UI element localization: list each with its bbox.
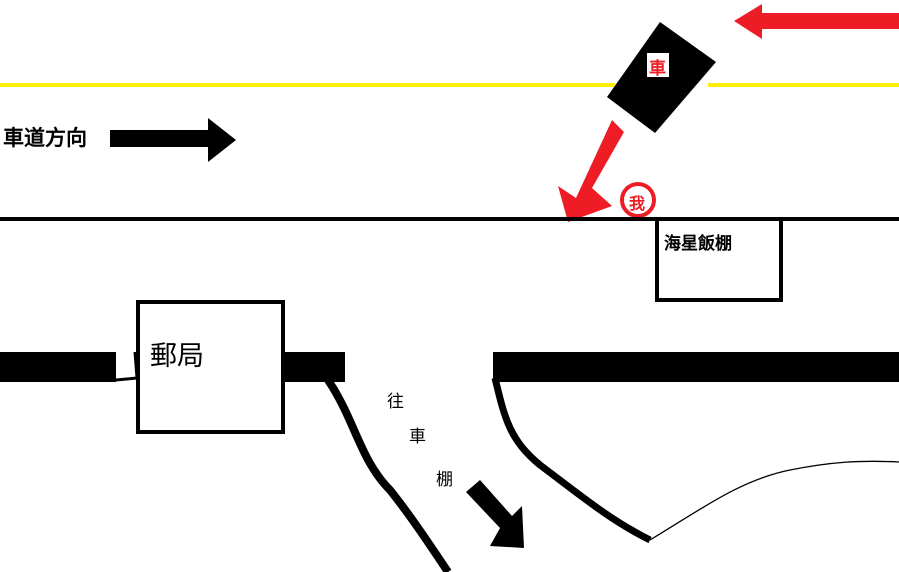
to-parking-label-2: 車 bbox=[409, 427, 426, 447]
to-parking-label-1: 往 bbox=[387, 392, 404, 412]
wall-left bbox=[0, 352, 116, 382]
lane-right-edge bbox=[491, 377, 652, 544]
to-parking-arrow bbox=[466, 480, 524, 548]
lane-thin-edge bbox=[649, 460, 899, 541]
traffic-direction-label: 車道方向 bbox=[3, 125, 87, 150]
car-label-bg bbox=[647, 53, 669, 77]
car-shape bbox=[607, 22, 716, 133]
road-edge-line bbox=[0, 217, 899, 221]
center-line-right bbox=[708, 83, 899, 87]
to-parking-label-3: 棚 bbox=[436, 470, 453, 490]
traffic-direction-arrow bbox=[110, 118, 236, 162]
me-label: 我 bbox=[629, 194, 646, 213]
post-office-label: 郵局 bbox=[150, 341, 204, 372]
me-marker-circle bbox=[620, 182, 656, 218]
center-line-left bbox=[0, 83, 615, 87]
wall-right bbox=[493, 352, 899, 382]
wall-middle bbox=[282, 352, 345, 382]
restaurant-box bbox=[655, 217, 783, 302]
wall-joint bbox=[115, 351, 139, 382]
lane-left-edge bbox=[324, 377, 452, 572]
restaurant-label: 海星飯棚 bbox=[664, 234, 732, 254]
post-office-box bbox=[136, 300, 285, 434]
car-path-arrow bbox=[558, 120, 624, 222]
oncoming-arrow bbox=[734, 4, 899, 39]
car-label: 車 bbox=[649, 59, 666, 79]
